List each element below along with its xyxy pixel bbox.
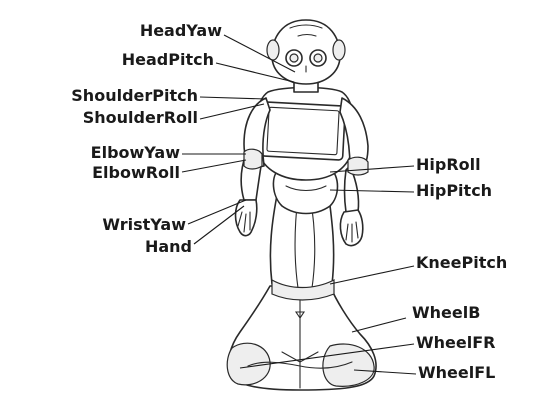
- label-elbow-roll: ElbowRoll: [92, 163, 180, 182]
- hand-left: [236, 200, 257, 236]
- leader-wheel-b: [352, 318, 406, 332]
- label-hand: Hand: [145, 237, 192, 256]
- robot-head: [267, 20, 345, 84]
- label-wheel-fl: WheelFL: [418, 363, 495, 382]
- robot-arm-right: [340, 98, 368, 246]
- leader-knee-pitch: [330, 266, 414, 284]
- leader-shoulder-pitch: [200, 97, 266, 99]
- leader-hip-pitch: [330, 190, 414, 192]
- leader-elbow-roll: [182, 160, 246, 172]
- robot-base: [227, 286, 376, 390]
- label-hip-roll: HipRoll: [416, 155, 481, 174]
- robot-torso: [255, 88, 355, 181]
- label-knee-pitch: KneePitch: [416, 253, 507, 272]
- label-shoulder-pitch: ShoulderPitch: [71, 86, 198, 105]
- label-elbow-yaw: ElbowYaw: [91, 143, 181, 162]
- wheel-fr: [227, 343, 270, 385]
- robot-arm-left: [236, 98, 271, 236]
- label-hip-pitch: HipPitch: [416, 181, 492, 200]
- ear-left: [267, 40, 279, 60]
- label-head-pitch: HeadPitch: [122, 50, 214, 69]
- label-shoulder-roll: ShoulderRoll: [83, 108, 198, 127]
- label-wheel-fr: WheelFR: [416, 333, 495, 352]
- ear-right: [333, 40, 345, 60]
- robot-illustration: [227, 20, 376, 390]
- label-wheel-b: WheelB: [412, 303, 480, 322]
- label-head-yaw: HeadYaw: [140, 21, 222, 40]
- label-wrist-yaw: WristYaw: [102, 215, 186, 234]
